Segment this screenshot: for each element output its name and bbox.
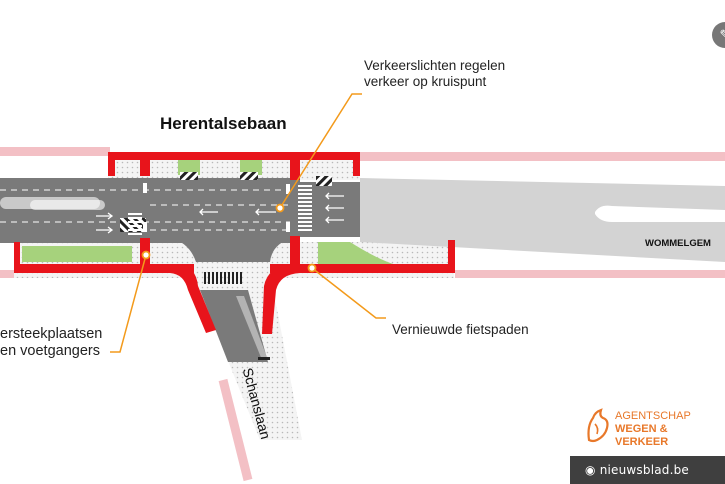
crosswalk-east-stripes [298,185,312,231]
side-street-lane [236,296,268,360]
callout-crossings-line1: ersteekplaatsen [0,326,103,342]
old-bike-lane-south [0,270,725,278]
hatched-island-3 [316,176,332,186]
callout-crossings: ersteekplaatsen en voetgangers [0,326,102,361]
agency-name: AGENTSCHAP WEGEN & VERKEER [615,410,723,450]
corner-badge-icon: ✎ [712,22,725,48]
bike-path-side-east [262,264,300,334]
crosswalk-south-stripes [204,272,242,284]
eye-logo-icon: ◉ [585,463,596,477]
agency-logo: AGENTSCHAP WEGEN & VERKEER [583,406,723,448]
green-verge-4 [318,242,400,266]
agency-name-line2: WEGEN & VERKEER [615,423,669,449]
green-verge-1 [178,157,200,175]
callout-lines [110,93,386,353]
bike-path-side-west [170,264,216,333]
lion-icon [587,408,609,443]
callout-traffic-lights-line2: verkeer op kruispunt [364,74,487,90]
median-west-2 [30,200,105,210]
road-name-direction: WOMMELGEM [645,238,711,249]
callout-dots [141,203,317,273]
agency-name-line1: AGENTSCHAP [615,410,691,422]
callout-crossings-line2: en voetgangers [0,343,100,360]
green-verge-3 [22,246,132,262]
crosswalk-west-stripes [128,213,142,235]
side-street-road [200,290,268,362]
hatched-island-1 [180,172,198,180]
credit-bar [570,456,725,484]
callout-traffic-lights-line1: Verkeerslichten regelen [364,58,506,73]
signal-heads [143,183,290,232]
hatched-island-2 [240,172,258,180]
roadway-west [0,178,300,243]
old-bike-lane-north [0,147,725,161]
news-credit-text: nieuwsblad.be [599,463,690,477]
roadway-bellmouth [172,238,292,262]
callout-bike-paths: Vernieuwde fietspaden [392,322,529,337]
old-bike-lane-side [218,378,253,482]
green-verge-2 [240,157,262,175]
stop-line [258,357,270,360]
road-name-main: Herentalsebaan [160,114,287,133]
median-east [595,205,725,222]
callout-traffic-lights: Verkeerslichten regelen verkeer op kruis… [364,58,505,90]
news-credit: ◉ nieuwsblad.be [585,463,689,477]
lane-arrows [96,192,344,234]
